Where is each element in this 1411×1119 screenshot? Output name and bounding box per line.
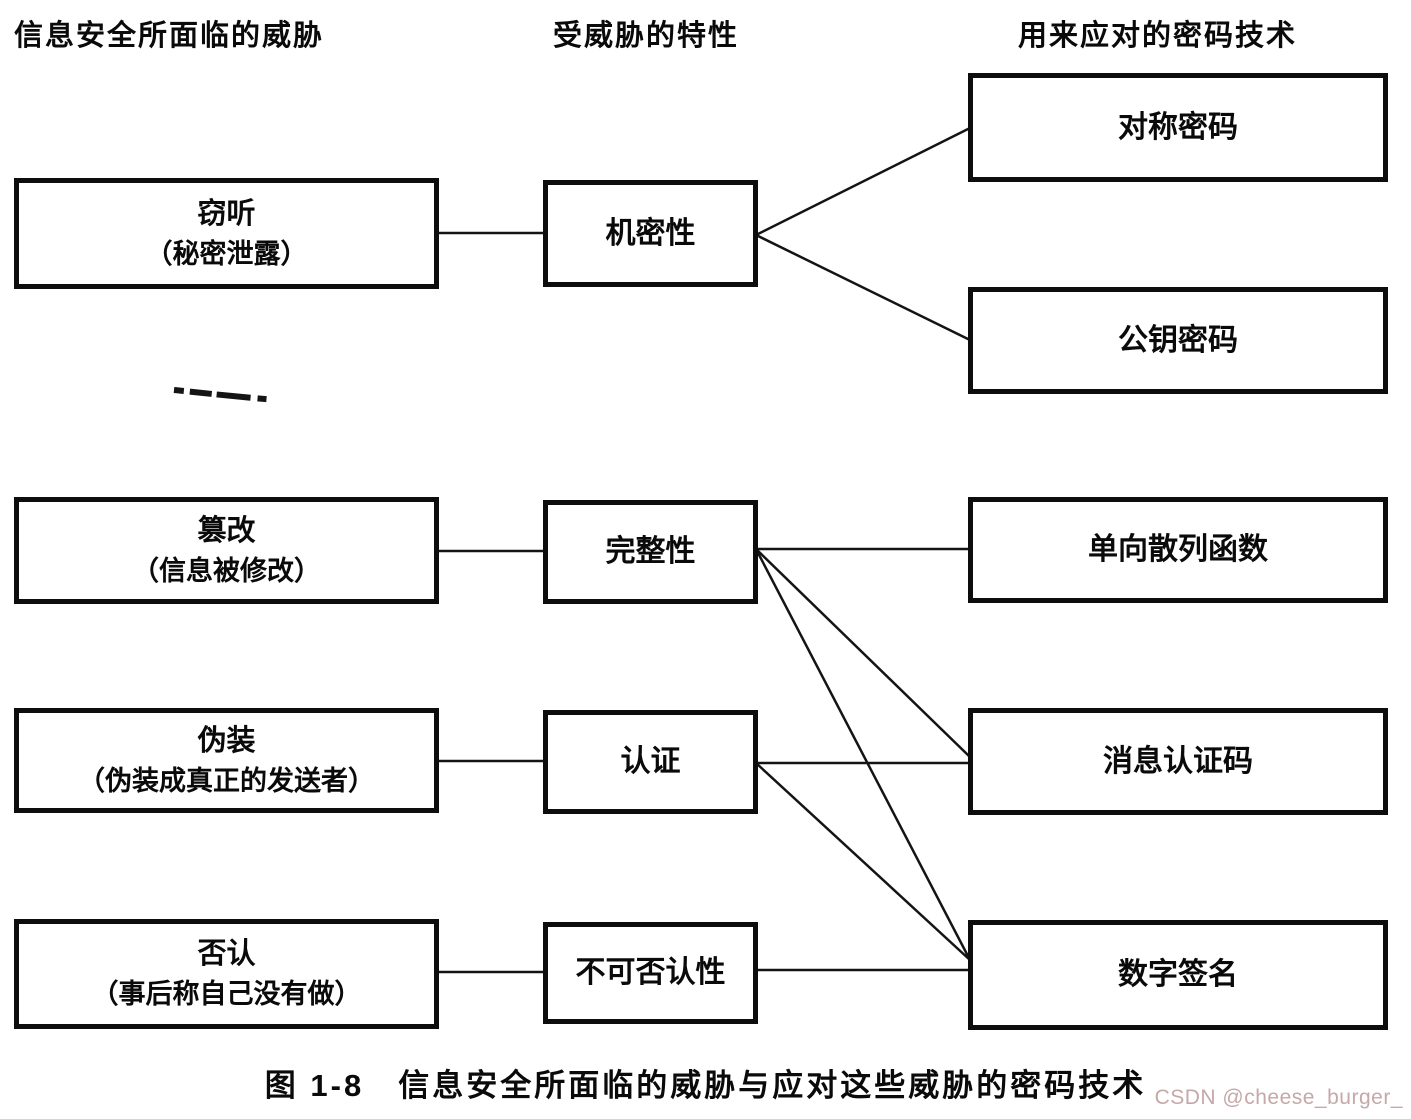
threat-box-repudiation: 否认 （事后称自己没有做） [14,919,439,1029]
property-label: 机密性 [605,216,696,250]
technique-box-one-way-hash: 单向散列函数 [968,497,1388,603]
figure-caption: 图 1-8 信息安全所面临的威胁与应对这些威胁的密码技术 [264,1068,1147,1103]
line-integrity-mac [755,548,971,758]
technique-label: 数字签名 [1118,958,1238,992]
technique-label: 公钥密码 [1118,323,1238,357]
threat-subtitle: （信息被修改） [132,555,321,586]
csdn-watermark: CSDN @cheese_burger_ [1154,1086,1403,1109]
line-confidentiality-publickey [755,233,971,342]
column-header-techniques: 用来应对的密码技术 [1018,20,1298,52]
technique-label: 单向散列函数 [1088,533,1268,567]
technique-box-digital-signature: 数字签名 [968,920,1388,1030]
property-label: 完整性 [605,535,696,569]
threat-subtitle: （秘密泄露） [145,238,308,269]
threat-title: 伪装 [197,724,256,757]
property-box-confidentiality: 机密性 [543,180,758,287]
threat-subtitle: （事后称自己没有做） [91,979,362,1010]
line-authentication-signature [755,762,971,961]
technique-box-symmetric-cipher: 对称密码 [968,73,1388,182]
threat-box-spoofing: 伪装 （伪装成真正的发送者） [14,708,439,813]
property-box-integrity: 完整性 [543,500,758,604]
property-label: 不可否认性 [575,956,726,990]
property-box-authentication: 认证 [543,710,758,814]
threat-title: 否认 [197,938,256,970]
threat-title: 窃听 [197,197,256,230]
technique-label: 消息认证码 [1103,744,1253,778]
technique-box-message-auth-code: 消息认证码 [968,708,1388,815]
scan-pen-mark [173,387,293,404]
line-integrity-signature [754,548,972,961]
threat-subtitle: （伪装成真正的发送者） [78,765,375,796]
column-header-properties: 受威胁的特性 [553,20,740,52]
threat-title: 篡改 [197,514,256,547]
property-box-nonrepudiation: 不可否认性 [543,922,758,1024]
column-header-threats: 信息安全所面临的威胁 [14,20,325,52]
threat-box-tampering: 篡改 （信息被修改） [14,497,439,604]
line-confidentiality-symmetric [755,126,971,237]
property-label: 认证 [620,745,681,779]
technique-box-public-key-cipher: 公钥密码 [968,287,1388,394]
technique-label: 对称密码 [1118,110,1238,144]
threat-box-eavesdropping: 窃听 （秘密泄露） [14,178,439,289]
